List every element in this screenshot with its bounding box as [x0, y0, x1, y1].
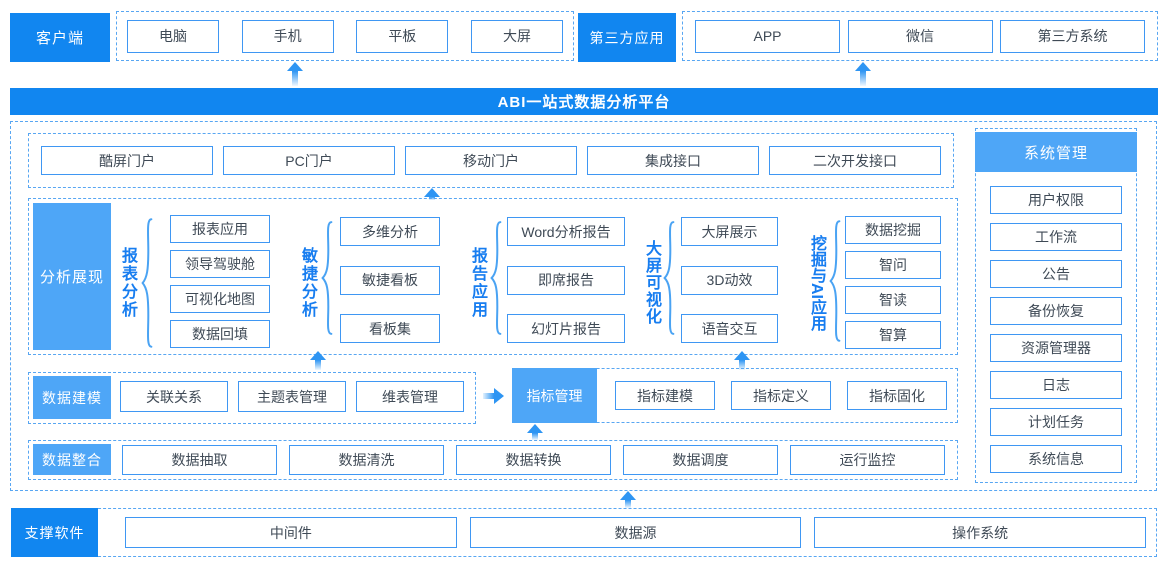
- analysis-section: [28, 198, 958, 355]
- analysis-box: 3D动效: [681, 265, 778, 295]
- arrow-up-icon: [620, 491, 636, 508]
- analysis-box: 大屏展示: [681, 217, 778, 246]
- analysis-group-label: 敏捷分析: [299, 246, 316, 319]
- modeling-box: 关联关系: [120, 381, 228, 412]
- analysis-group-items: 多维分析 敏捷看板 看板集: [340, 217, 440, 343]
- analysis-group-items: 大屏展示 3D动效 语音交互: [681, 217, 778, 343]
- metrics-items: 指标建模 指标定义 指标固化: [615, 381, 947, 410]
- integration-section: [28, 440, 958, 480]
- platform-container: [10, 121, 1157, 491]
- third-party-box: APP: [695, 19, 840, 53]
- analysis-box: 语音交互: [681, 314, 778, 343]
- arrow-up-icon: [310, 351, 326, 370]
- analysis-box: 即席报告: [507, 265, 625, 295]
- analysis-box: 智读: [845, 286, 941, 314]
- modeling-box: 维表管理: [356, 381, 464, 412]
- metrics-box: 指标定义: [731, 381, 831, 410]
- arrow-up-icon: [855, 62, 871, 86]
- integration-items: 数据抽取 数据清洗 数据转换 数据调度 运行监控: [122, 445, 945, 475]
- integration-section-label: 数据整合: [33, 444, 111, 475]
- third-party-group: APP 微信 第三方系统: [682, 11, 1158, 61]
- analysis-group-items: 数据挖掘 智问 智读 智算: [845, 216, 941, 349]
- system-box: 计划任务: [990, 408, 1122, 436]
- system-box: 公告: [990, 260, 1122, 288]
- client-device-box: 平板: [356, 19, 449, 53]
- system-box: 日志: [990, 371, 1122, 399]
- analysis-box: 数据回填: [170, 320, 270, 348]
- portal-box: 二次开发接口: [769, 146, 941, 175]
- integration-box: 数据转换: [456, 445, 611, 475]
- brace-icon: [320, 221, 334, 335]
- analysis-box: 可视化地图: [170, 285, 270, 313]
- analysis-box: 多维分析: [340, 217, 440, 246]
- integration-box: 数据清洗: [289, 445, 444, 475]
- third-party-box: 微信: [847, 19, 993, 53]
- integration-box: 数据调度: [623, 445, 778, 475]
- analysis-group-label: 大屏可视化: [643, 240, 660, 325]
- client-device-box: 手机: [241, 19, 334, 53]
- support-section-label: 支撑软件: [11, 508, 98, 557]
- analysis-group-label: 挖掘与AI应用: [808, 234, 825, 331]
- modeling-items: 关联关系 主题表管理 维表管理: [120, 381, 464, 412]
- metrics-box: 指标建模: [615, 381, 715, 410]
- brace-icon: [828, 220, 842, 342]
- client-header: 客户端: [10, 13, 110, 62]
- analysis-box: 领导驾驶舱: [170, 250, 270, 278]
- analysis-box: Word分析报告: [507, 217, 625, 246]
- analysis-box: 智算: [845, 321, 941, 349]
- analysis-box: 幻灯片报告: [507, 314, 625, 343]
- system-box: 备份恢复: [990, 297, 1122, 325]
- third-party-box: 第三方系统: [1000, 19, 1145, 53]
- arrow-right-icon: [483, 388, 504, 404]
- system-box: 用户权限: [990, 186, 1122, 214]
- client-device-box: 电脑: [127, 19, 219, 53]
- brace-icon: [662, 221, 676, 335]
- integration-box: 数据抽取: [122, 445, 277, 475]
- modeling-section: [28, 372, 476, 424]
- analysis-box: 智问: [845, 251, 941, 279]
- system-box: 资源管理器: [990, 334, 1122, 362]
- system-box: 工作流: [990, 223, 1122, 251]
- analysis-group-items: 报表应用 领导驾驶舱 可视化地图 数据回填: [170, 215, 270, 348]
- support-box: 数据源: [469, 517, 802, 548]
- arrow-up-icon: [287, 62, 303, 86]
- portal-row: 酷屏门户 PC门户 移动门户 集成接口 二次开发接口: [28, 133, 954, 188]
- analysis-box: 报表应用: [170, 215, 270, 243]
- client-device-box: 大屏: [470, 19, 563, 53]
- analysis-group-label: 报告应用: [469, 246, 486, 319]
- support-box: 操作系统: [814, 517, 1147, 548]
- support-box: 中间件: [125, 517, 457, 548]
- analysis-box: 数据挖掘: [845, 216, 941, 244]
- modeling-section-label: 数据建模: [33, 376, 111, 419]
- arrow-up-icon: [734, 351, 750, 370]
- analysis-box: 敏捷看板: [340, 265, 440, 295]
- client-devices-group: 电脑 手机 平板 大屏: [116, 11, 574, 61]
- brace-icon: [489, 221, 503, 335]
- analysis-group-items: Word分析报告 即席报告 幻灯片报告: [507, 217, 625, 343]
- portal-box: PC门户: [223, 146, 395, 175]
- system-box: 系统信息: [990, 445, 1122, 473]
- support-items: 中间件 数据源 操作系统: [125, 517, 1147, 548]
- modeling-box: 主题表管理: [238, 381, 346, 412]
- analysis-box: 看板集: [340, 314, 440, 343]
- system-panel: [975, 128, 1137, 483]
- analysis-group-label: 报表分析: [119, 246, 136, 319]
- portal-box: 酷屏门户: [41, 146, 213, 175]
- metrics-box: 指标固化: [847, 381, 947, 410]
- metrics-header: 指标管理: [512, 368, 597, 423]
- arrow-up-icon: [527, 424, 543, 440]
- integration-box: 运行监控: [790, 445, 945, 475]
- analysis-section-label: 分析展现: [33, 203, 111, 350]
- platform-title-banner: ABI一站式数据分析平台: [10, 88, 1158, 115]
- portal-box: 移动门户: [405, 146, 577, 175]
- system-panel-header: 系统管理: [975, 132, 1137, 172]
- system-panel-items: 用户权限 工作流 公告 备份恢复 资源管理器 日志 计划任务 系统信息: [990, 186, 1122, 473]
- brace-icon: [140, 218, 154, 348]
- third-party-header: 第三方应用: [578, 13, 676, 62]
- portal-box: 集成接口: [587, 146, 759, 175]
